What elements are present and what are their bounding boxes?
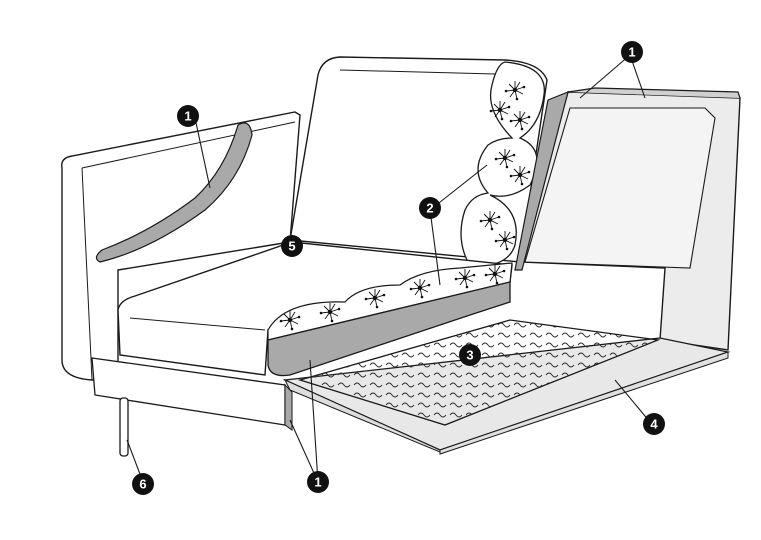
svg-text:3: 3 (466, 348, 473, 363)
callout-1-side: 1 (621, 41, 643, 63)
callout-1-armrest: 1 (177, 105, 199, 127)
leader-lines (126, 54, 651, 483)
svg-text:5: 5 (288, 239, 295, 254)
sofa-leg (119, 397, 129, 457)
callout-5: 5 (281, 235, 303, 257)
svg-text:1: 1 (184, 109, 191, 124)
seat-fibre-layer (267, 262, 513, 341)
svg-text:2: 2 (426, 201, 433, 216)
left-armrest (61, 111, 301, 381)
callout-1-base: 1 (307, 471, 329, 493)
callout-4: 4 (643, 413, 665, 435)
callout-6: 6 (132, 473, 154, 495)
callout-3: 3 (459, 344, 481, 366)
svg-text:1: 1 (314, 475, 321, 490)
right-side-frame (514, 87, 741, 351)
front-base-rail (91, 357, 293, 431)
spring-deck (297, 319, 661, 426)
callout-2: 2 (419, 197, 441, 219)
seat-foam-panel (267, 281, 511, 377)
svg-text:6: 6 (139, 477, 146, 492)
svg-text:1: 1 (628, 45, 635, 60)
svg-text:4: 4 (650, 417, 658, 432)
